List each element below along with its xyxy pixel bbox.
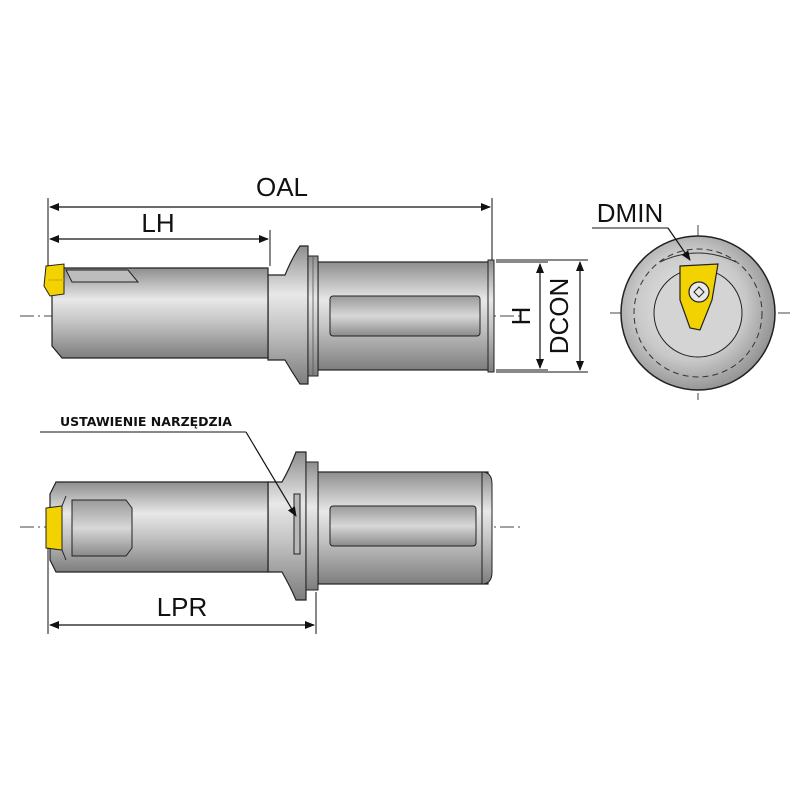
top-view: OAL LH H DCON <box>20 172 588 385</box>
end-view-screw <box>688 281 710 303</box>
oal-label: OAL <box>256 172 308 202</box>
bottom-collar <box>305 461 319 591</box>
lpr-label: LPR <box>157 592 208 622</box>
top-flange <box>267 245 309 385</box>
lh-label: LH <box>141 208 174 238</box>
top-shank-flat <box>329 295 481 337</box>
end-view-bore-circle <box>633 248 763 378</box>
h-label: H <box>506 307 536 326</box>
dcon-label: DCON <box>544 278 574 355</box>
top-boring-bar <box>51 267 269 359</box>
bottom-insert <box>45 505 63 551</box>
tool-setting-mark <box>293 493 301 555</box>
dmin-label: DMIN <box>597 198 663 228</box>
end-view: DMIN <box>592 198 790 400</box>
bottom-chip-flute <box>71 499 133 557</box>
bottom-view: USTAWIENIE NARZĘDZIA LPR <box>20 414 520 634</box>
top-chip-flute <box>65 269 140 283</box>
tool-setting-label: USTAWIENIE NARZĘDZIA <box>60 414 232 429</box>
bottom-flange <box>267 451 307 601</box>
top-shank-end <box>487 259 495 373</box>
bottom-shank-flat <box>329 505 477 547</box>
